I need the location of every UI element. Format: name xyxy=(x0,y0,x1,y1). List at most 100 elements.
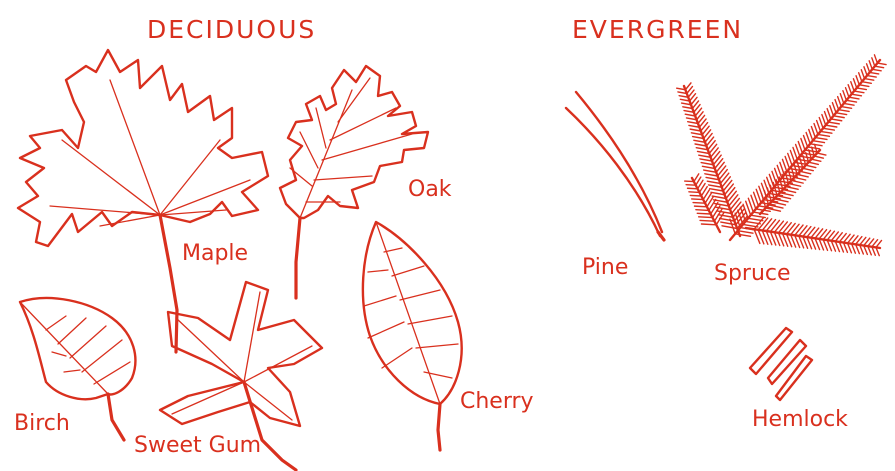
spruce-needle xyxy=(733,206,742,218)
spruce-needle xyxy=(718,166,726,176)
spruce-needle xyxy=(822,115,826,126)
spruce-needle xyxy=(803,136,807,147)
spruce-needle xyxy=(778,222,787,233)
spruce-needle xyxy=(830,106,834,116)
spruce-needle xyxy=(817,153,826,155)
hemlock-needles-drawing xyxy=(750,328,812,400)
spruce-needle xyxy=(725,184,734,195)
spruce-needle xyxy=(729,195,738,206)
spruce-needle xyxy=(823,128,834,130)
spruce-needle xyxy=(856,76,859,85)
spruce-needle xyxy=(877,63,886,64)
spruce-needle xyxy=(841,107,851,109)
spruce-needle xyxy=(796,144,800,156)
spruce-needle xyxy=(719,170,727,180)
spruce-needle xyxy=(711,203,718,214)
spruce-needle xyxy=(811,159,820,161)
spruce-needle xyxy=(770,220,779,231)
spruce-needle xyxy=(814,124,818,135)
spruce-needle xyxy=(874,55,877,63)
spruce-needle xyxy=(853,79,856,88)
spruce-needle xyxy=(867,64,870,73)
spruce-needle xyxy=(828,122,839,124)
pine-label: Pine xyxy=(582,255,628,280)
cherry-label: Cherry xyxy=(460,389,534,414)
spruce-needle xyxy=(835,100,839,110)
spruce-needle xyxy=(713,155,721,165)
maple-label: Maple xyxy=(182,241,248,266)
spruce-needle xyxy=(700,220,714,221)
spruce-needle xyxy=(701,224,716,225)
spruce-needle xyxy=(720,173,728,183)
spruce-needle xyxy=(846,88,849,98)
spruce-needle xyxy=(803,168,813,170)
spruce-needle xyxy=(862,82,871,84)
spruce-needle xyxy=(697,213,710,214)
spruce-needle xyxy=(809,130,813,141)
spruce-needle xyxy=(715,159,723,169)
spruce-needle xyxy=(811,127,815,138)
spruce-needle xyxy=(686,185,696,186)
spruce-needle xyxy=(689,192,700,193)
spruce-needle xyxy=(836,113,847,115)
spruce-needle xyxy=(867,76,876,78)
spruce-needle xyxy=(839,110,849,112)
spruce-needle xyxy=(730,198,739,209)
spruce-needle xyxy=(809,162,819,164)
spruce-needle xyxy=(795,225,803,235)
spruce-needle xyxy=(807,227,815,237)
spruce-needle xyxy=(869,61,872,70)
spruce-needle xyxy=(810,144,822,146)
spruce-needle xyxy=(696,210,709,211)
spruce-needle xyxy=(690,195,701,196)
spruce-needle xyxy=(840,94,844,104)
spruce-needle xyxy=(832,103,836,113)
spruce-needle xyxy=(818,134,829,136)
spruce-needle xyxy=(791,224,799,234)
spruce-needle xyxy=(800,171,811,173)
spruce-needle xyxy=(815,138,827,140)
oak-leaf-drawing xyxy=(280,66,428,298)
spruce-needle xyxy=(826,125,837,127)
spruce-needle xyxy=(732,202,741,213)
spruce-needle xyxy=(787,223,796,234)
spruce-needle xyxy=(833,116,844,118)
spruce-needle xyxy=(805,150,817,152)
spruce-needle xyxy=(722,226,737,229)
spruce-needle xyxy=(852,94,862,96)
birch-label: Birch xyxy=(14,411,70,436)
spruce-needle xyxy=(797,174,808,176)
hemlock-label: Hemlock xyxy=(752,407,848,432)
spruce-needle xyxy=(711,192,725,194)
spruce-needle xyxy=(813,141,825,143)
spruce-needle xyxy=(794,177,805,180)
spruce-needle xyxy=(712,152,720,161)
spruce-needle xyxy=(857,88,867,90)
spruce-needle xyxy=(799,226,807,236)
pine-needles-drawing xyxy=(566,92,664,240)
spruce-needle xyxy=(825,112,829,122)
spruce-needle xyxy=(870,72,879,73)
spruce-needle xyxy=(774,221,783,232)
spruce-needle xyxy=(846,100,856,102)
spruce-needle xyxy=(712,196,726,198)
spruce-needle xyxy=(859,85,869,87)
spruce-needle xyxy=(722,177,730,187)
spruce-needle xyxy=(735,234,750,237)
spruce-needle xyxy=(821,131,832,133)
spruce-needle xyxy=(872,69,881,70)
evergreen-heading: EVERGREEN xyxy=(572,15,743,44)
spruce-needle xyxy=(693,203,705,204)
spruce-needle xyxy=(827,109,831,119)
spruce-needle xyxy=(699,217,713,218)
spruce-needle xyxy=(831,119,842,121)
spruce-label: Spruce xyxy=(714,261,791,286)
spruce-needle xyxy=(721,222,736,225)
spruce-needle xyxy=(806,133,810,144)
spruce-needle xyxy=(803,227,811,237)
spruce-needle xyxy=(844,103,854,105)
spruce-needle xyxy=(801,138,805,150)
spruce-needle xyxy=(727,191,736,202)
